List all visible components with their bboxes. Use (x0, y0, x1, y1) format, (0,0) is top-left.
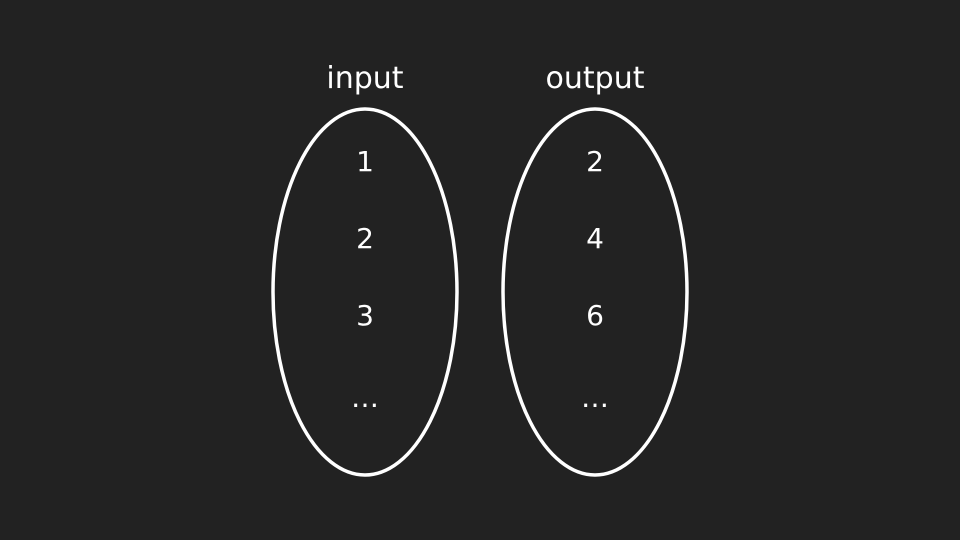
input-item: 1 (356, 145, 374, 178)
input-item: 3 (356, 299, 374, 332)
output-item: 6 (586, 299, 604, 332)
input-set-label: input (326, 61, 404, 96)
output-item: 2 (586, 145, 604, 178)
output-set-ellipse (501, 107, 689, 477)
output-set-label: output (545, 61, 645, 96)
input-ellipsis: … (351, 381, 379, 414)
input-set-ellipse (271, 107, 459, 477)
output-ellipsis: … (581, 381, 609, 414)
input-item: 2 (356, 222, 374, 255)
output-item: 4 (586, 222, 604, 255)
